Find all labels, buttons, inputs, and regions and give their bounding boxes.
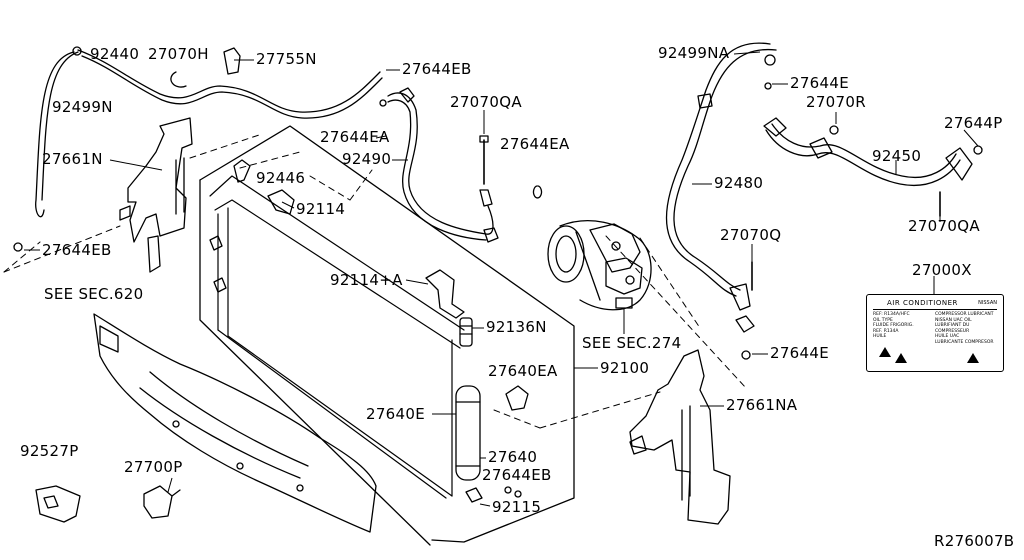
part-label-92527p: 92527P (20, 442, 79, 460)
part-label-27640ea: 27640EA (488, 362, 558, 380)
condenser-frame-outline (199, 125, 575, 546)
left-air-guide (119, 117, 193, 273)
part-label-92499na: 92499NA (658, 44, 730, 62)
part-label-27644eb-left: 27644EB (42, 241, 112, 259)
part-label-27644eb-top: 27644EB (402, 60, 472, 78)
ac-label-right-line: NISSAN UAC OIL (935, 317, 972, 323)
part-label-92480: 92480 (714, 174, 764, 192)
ac-label-right-line: HUILE UAC (935, 334, 960, 339)
hose-92480 (665, 42, 777, 360)
part-label-92136n: 92136N (486, 318, 547, 336)
ac-label-left-text: REF: R134A/HFC OIL TYPE FLUIDE FRIGORIG.… (873, 312, 933, 340)
part-label-92490: 92490 (342, 150, 392, 168)
ac-label-right-line: COMPRESSOR LUBRICANT (935, 312, 994, 317)
part-label-92499n: 92499N (52, 98, 113, 116)
part-label-27000x: 27000X (912, 261, 972, 279)
part-label-27070qa-right: 27070QA (908, 217, 980, 235)
see-ref-sec274: SEE SEC.274 (582, 334, 682, 352)
part-label-27661n: 27661N (42, 150, 103, 168)
suction-hose-92490 (379, 87, 543, 243)
part-label-27755n: 27755N (256, 50, 317, 68)
part-label-27644p: 27644P (944, 114, 1003, 132)
reference-lines (3, 133, 747, 429)
part-label-27644eb-bottom: 27644EB (482, 466, 552, 484)
ac-label-card: AIR CONDITIONER NISSAN REF: R134A/HFC OI… (866, 294, 1004, 372)
ac-label-left-line: REF. R134A (873, 328, 899, 334)
sensor-parts (35, 485, 181, 523)
part-label-27640e: 27640E (366, 405, 425, 423)
part-label-92440: 92440 (90, 45, 140, 63)
ac-label-left-line: REF: R134A/HFC (873, 312, 910, 317)
part-label-27644e-bottom: 27644E (770, 344, 829, 362)
part-label-92450: 92450 (872, 147, 922, 165)
part-label-27644ea-center: 27644EA (500, 135, 570, 153)
part-label-27644e-top: 27644E (790, 74, 849, 92)
see-ref-sec620: SEE SEC.620 (44, 285, 144, 303)
receiver-drier (455, 317, 481, 481)
ac-label-left-line: OIL TYPE (873, 317, 893, 323)
warning-triangle-icon (879, 347, 891, 357)
condenser-core (209, 159, 465, 499)
ac-label-title: AIR CONDITIONER (887, 299, 958, 307)
part-label-27070h: 27070H (148, 45, 209, 63)
ac-label-left-line: HUILE (873, 334, 887, 339)
ac-label-right-line: LUBRIFIANT DU COMPRESSEUR (935, 323, 970, 334)
warning-triangle-icon (967, 353, 979, 363)
part-label-27644ea: 27644EA (320, 128, 390, 146)
compressor (547, 220, 652, 311)
bracket-parts (267, 189, 529, 503)
part-label-27070r: 27070R (806, 93, 866, 111)
ac-label-rule (873, 309, 997, 310)
ac-label-right-text: COMPRESSOR LUBRICANT NISSAN UAC OIL LUBR… (935, 312, 997, 345)
part-label-92114a: 92114+A (330, 271, 403, 289)
part-label-27700p: 27700P (124, 458, 183, 476)
right-air-guide (629, 349, 731, 525)
ac-label-brand: NISSAN (978, 300, 997, 306)
part-label-92100: 92100 (600, 359, 650, 377)
discharge-line-left (13, 46, 383, 252)
lower-panel (93, 313, 377, 533)
warning-triangle-icon (895, 353, 907, 363)
part-label-92114: 92114 (296, 200, 346, 218)
part-label-92115: 92115 (492, 498, 542, 516)
part-label-92446: 92446 (256, 169, 306, 187)
part-label-27070q: 27070Q (720, 226, 782, 244)
part-label-27070qa-center: 27070QA (450, 93, 522, 111)
ac-label-right-line: LUBRICANTE COMPRESOR (935, 339, 994, 345)
part-label-27640: 27640 (488, 448, 538, 466)
ac-label-left-line: FLUIDE FRIGORIG. (873, 323, 914, 328)
pipe-92450 (763, 117, 983, 217)
part-label-27661na: 27661NA (726, 396, 798, 414)
diagram-reference-code: R276007B (934, 532, 1015, 550)
